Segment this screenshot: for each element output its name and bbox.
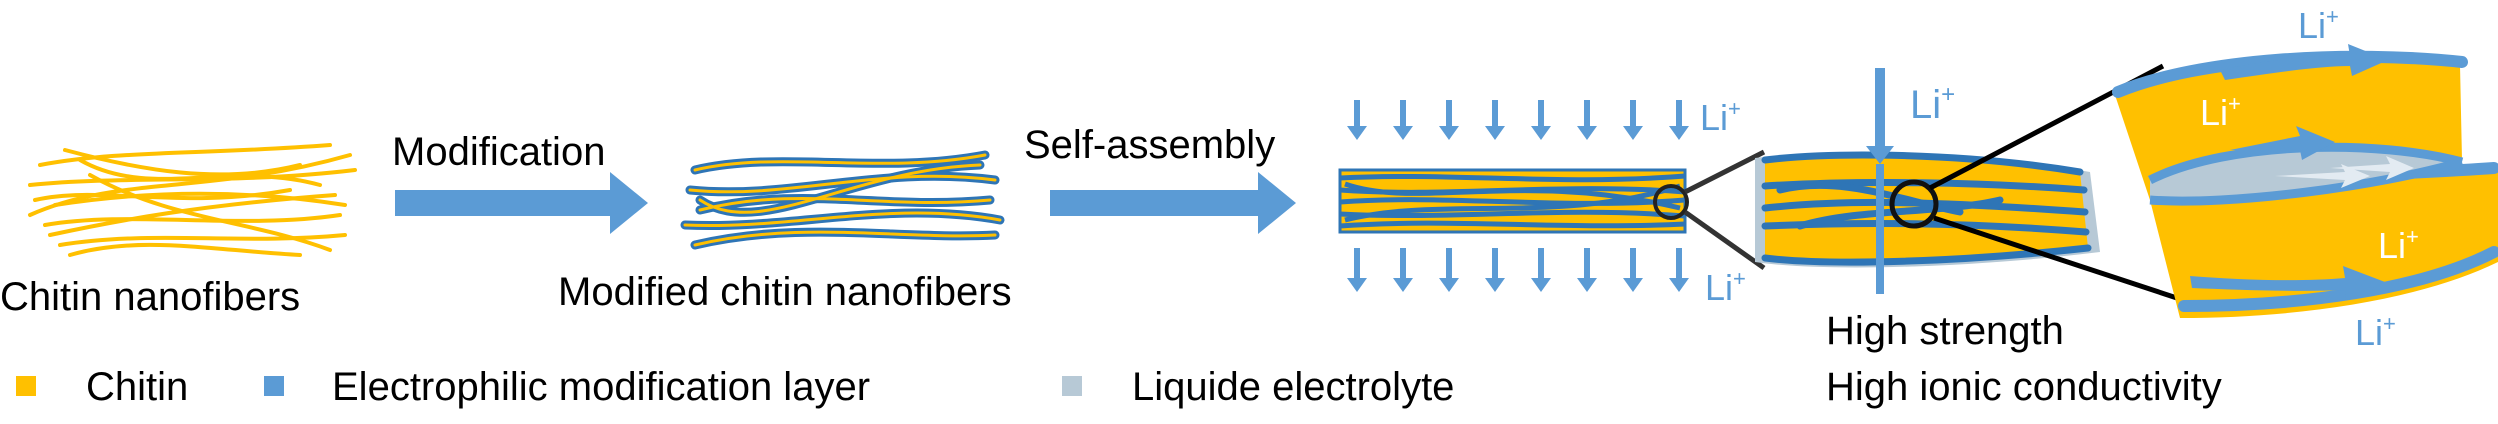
raw-chitin-fibers — [28, 143, 357, 257]
ion-arrows-top — [1347, 100, 1689, 140]
raw-chitin-label: Chitin nanofibers — [0, 275, 300, 319]
legend-label-layer: Electrophilic modification layer — [332, 365, 870, 409]
magnifier-circle-icon — [1653, 184, 1689, 220]
modification-label: Modification — [392, 130, 605, 174]
li-ion-label-closeup-1: Li+ — [2298, 4, 2339, 46]
modified-chitin-label: Modified chitin nanofibers — [558, 270, 1012, 314]
li-ion-label-closeup-2: Li+ — [2200, 91, 2241, 133]
zoom-line — [1683, 209, 1766, 271]
li-ion-label-top: Li+ — [1700, 96, 1741, 138]
closeup-structure — [2112, 44, 2498, 318]
zoom-line — [1933, 215, 2184, 303]
li-ion-label-zoom: Li+ — [1910, 81, 1955, 127]
arrow-right-icon — [395, 172, 648, 234]
legend-label-chitin: Chitin — [86, 365, 188, 409]
assembled-film — [1338, 168, 1687, 234]
li-ion-label-closeup-3: Li+ — [2378, 224, 2419, 266]
ion-arrows-bottom — [1347, 248, 1689, 292]
li-ion-label-closeup-4: Li+ — [2355, 311, 2396, 353]
zoomed-film-section — [1755, 151, 2100, 268]
zoom-line — [1683, 149, 1766, 195]
self-assembly-label: Self-assembly — [1024, 123, 1275, 167]
legend-swatch-chitin — [16, 376, 36, 396]
arrow-right-icon — [1050, 172, 1296, 234]
legend: Chitin Electrophilic modification layer … — [16, 365, 1454, 409]
legend-swatch-layer — [264, 376, 284, 396]
legend-swatch-electrolyte — [1062, 376, 1082, 396]
magnifier-circle-icon — [1889, 179, 1939, 229]
li-ion-label-bottom: Li+ — [1705, 266, 1746, 308]
property-conductivity: High ionic conductivity — [1826, 365, 2222, 409]
arrow-down-icon — [1866, 68, 1894, 294]
property-strength: High strength — [1826, 309, 2064, 353]
legend-label-electrolyte: Liquide electrolyte — [1132, 365, 1454, 409]
modified-chitin-fibers — [680, 150, 1005, 250]
